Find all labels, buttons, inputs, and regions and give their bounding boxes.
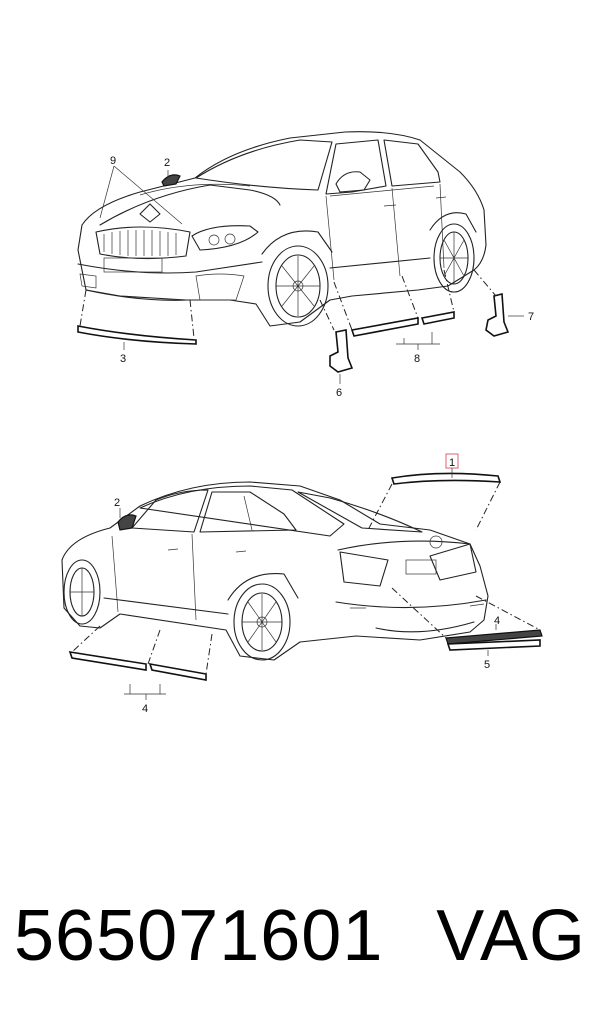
callout-3: 3	[120, 353, 126, 365]
rear-parts	[68, 472, 543, 681]
callout-2-front: 2	[164, 157, 170, 169]
part-4-rear-bumper-strip	[445, 629, 543, 645]
part-5-rear-bumper-trim	[446, 639, 541, 651]
callout-1: 1	[449, 457, 455, 469]
callout-8: 8	[414, 353, 420, 365]
part-2-mirror-cap-rear	[117, 514, 137, 531]
part-6-mudflap	[329, 329, 354, 373]
footer: 565071601 VAG	[0, 886, 600, 996]
front-parts	[77, 174, 510, 373]
front-leader-lines	[79, 165, 524, 384]
callout-4-rear: 4	[494, 615, 500, 627]
part-8-sill-strip-a	[350, 317, 419, 337]
rear-car-drawing	[61, 481, 489, 661]
part-4-sill-strip-b	[148, 662, 207, 681]
callout-7: 7	[528, 311, 534, 323]
front-car-drawing	[77, 131, 487, 327]
exploded-parts-diagram: 9 2 3 6 8 7	[61, 131, 543, 715]
part-2-mirror-cap-front	[161, 174, 181, 187]
rear-callouts: 1 2 4 5 4	[114, 457, 500, 715]
callout-2-rear: 2	[114, 497, 120, 509]
brand-label: VAG	[436, 896, 586, 976]
part-8-sill-strip-b	[420, 311, 455, 325]
part-4-sill-strip-a	[68, 651, 147, 671]
part-7-mudflap	[485, 292, 510, 337]
part-3-bumper-trim	[77, 325, 197, 345]
part-number: 565071601	[14, 896, 384, 976]
rear-leader-lines	[71, 453, 541, 700]
callout-5: 5	[484, 659, 490, 671]
callout-4-sill: 4	[142, 703, 148, 715]
part-1-trunk-trim	[390, 472, 502, 485]
callout-6: 6	[336, 387, 342, 399]
front-callouts: 9 2 3 6 8 7	[110, 155, 534, 399]
callout-9: 9	[110, 155, 116, 167]
